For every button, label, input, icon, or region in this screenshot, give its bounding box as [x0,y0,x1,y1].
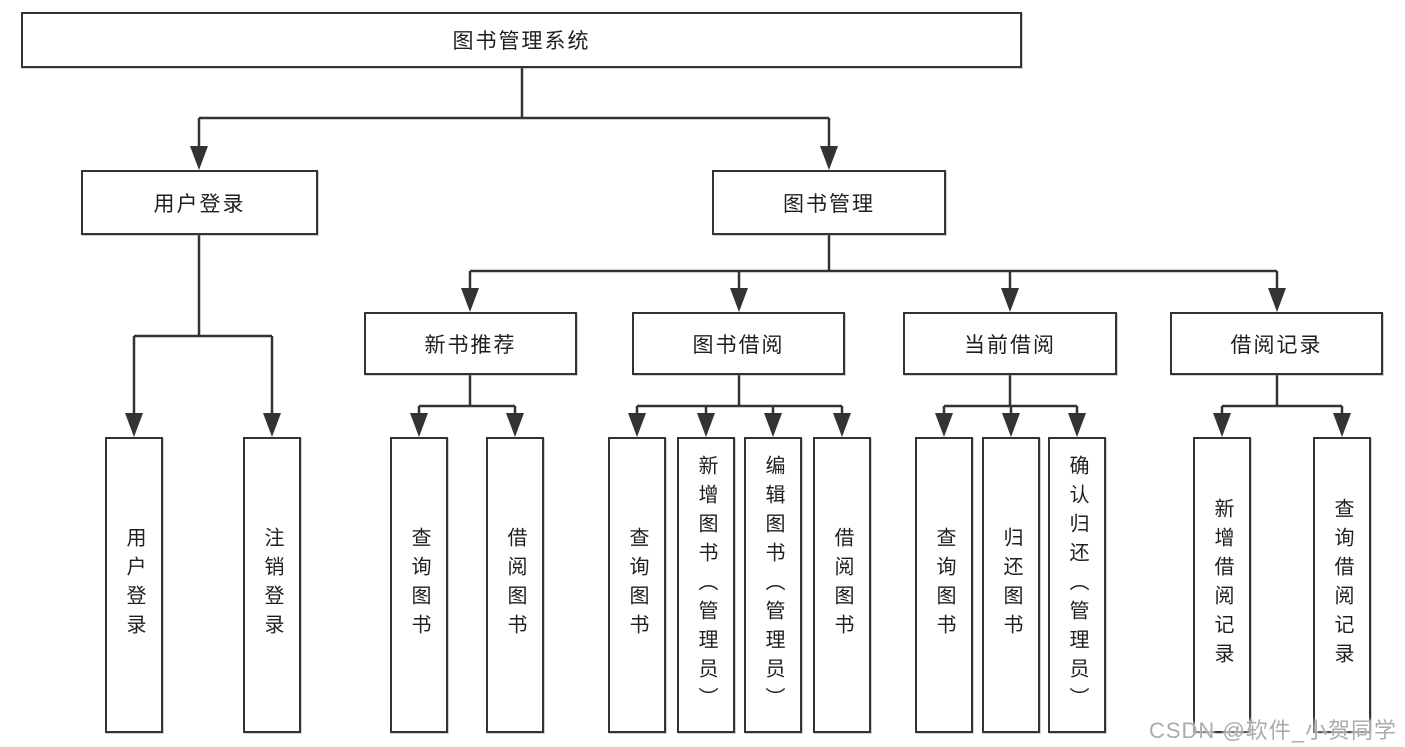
leaf-borrow-books-label: 借阅图书 [831,527,853,643]
node-borrow-records: 借阅记录 [1170,312,1383,375]
current-borrow-branch-line [942,375,1079,417]
arrowhead [697,413,715,437]
leaf-confirm-return-admin-label: 确认归还（管理员） [1066,454,1088,716]
leaf-logout: 注销登录 [243,437,301,733]
user-login-branch-line [132,235,274,417]
arrowhead [730,288,748,312]
leaf-query-borrow-record: 查询借阅记录 [1313,437,1371,733]
leaf-user-login-label: 用户登录 [123,527,145,643]
node-book-mgmt-label: 图书管理 [783,192,875,216]
leaf-query-books-rec-label: 查询图书 [408,527,430,643]
leaf-user-login: 用户登录 [105,437,163,733]
node-book-borrow-label: 图书借阅 [692,333,785,357]
arrowhead [1268,288,1286,312]
arrowhead [263,413,281,437]
leaf-edit-books-admin-label: 编辑图书（管理员） [762,454,784,716]
leaf-add-borrow-record: 新增借阅记录 [1193,437,1251,733]
node-current-borrow-label: 当前借阅 [964,333,1056,357]
arrowhead [506,413,524,437]
leaf-borrow-books-rec-label: 借阅图书 [504,527,526,643]
node-root: 图书管理系统 [21,12,1022,68]
book-mgmt-branch-line [468,235,1279,292]
leaf-query-books-borrow-label: 查询图书 [626,527,648,643]
leaf-confirm-return-admin: 确认归还（管理员） [1048,437,1106,733]
leaf-edit-books-admin: 编辑图书（管理员） [744,437,802,733]
leaf-return-books: 归还图书 [982,437,1040,733]
book-borrow-branch-line [635,375,844,417]
leaf-add-books-admin: 新增图书（管理员） [677,437,735,733]
node-borrow-records-label: 借阅记录 [1230,333,1323,357]
leaf-add-borrow-record-label: 新增借阅记录 [1211,498,1233,672]
arrowhead [628,413,646,437]
node-current-borrow: 当前借阅 [903,312,1117,375]
node-new-book-rec: 新书推荐 [364,312,577,375]
arrowhead [1001,288,1019,312]
leaf-query-books-borrow: 查询图书 [608,437,666,733]
node-book-mgmt: 图书管理 [712,170,946,235]
arrowhead [125,413,143,437]
leaf-borrow-books: 借阅图书 [813,437,871,733]
new-book-rec-branch-line [417,375,517,417]
branch-lines [132,68,1344,417]
arrowhead [1002,413,1020,437]
arrowhead [764,413,782,437]
node-root-label: 图书管理系统 [452,30,591,53]
node-book-borrow: 图书借阅 [632,312,845,375]
leaf-query-books-rec: 查询图书 [390,437,448,733]
arrowhead [1333,413,1351,437]
csdn-watermark: CSDN @软件_小贺同学 [1148,718,1397,743]
root-branch-line [197,68,831,150]
arrowhead [190,146,208,170]
arrowhead [833,413,851,437]
arrowhead [820,146,838,170]
arrowheads [125,146,1351,437]
leaf-query-borrow-record-label: 查询借阅记录 [1331,498,1353,672]
arrowhead [935,413,953,437]
node-user-login-label: 用户登录 [153,192,246,216]
node-user-login: 用户登录 [81,170,318,235]
leaf-borrow-books-rec: 借阅图书 [486,437,544,733]
arrowhead [1068,413,1086,437]
node-new-book-rec-label: 新书推荐 [424,333,517,357]
arrowhead [1213,413,1231,437]
leaf-return-books-label: 归还图书 [1000,527,1022,643]
arrowhead [410,413,428,437]
arrowhead [461,288,479,312]
leaf-query-books-current: 查询图书 [915,437,973,733]
leaf-add-books-admin-label: 新增图书（管理员） [695,454,717,716]
leaf-query-books-current-label: 查询图书 [933,527,955,643]
borrow-records-branch-line [1220,375,1344,417]
leaf-logout-label: 注销登录 [261,527,283,643]
